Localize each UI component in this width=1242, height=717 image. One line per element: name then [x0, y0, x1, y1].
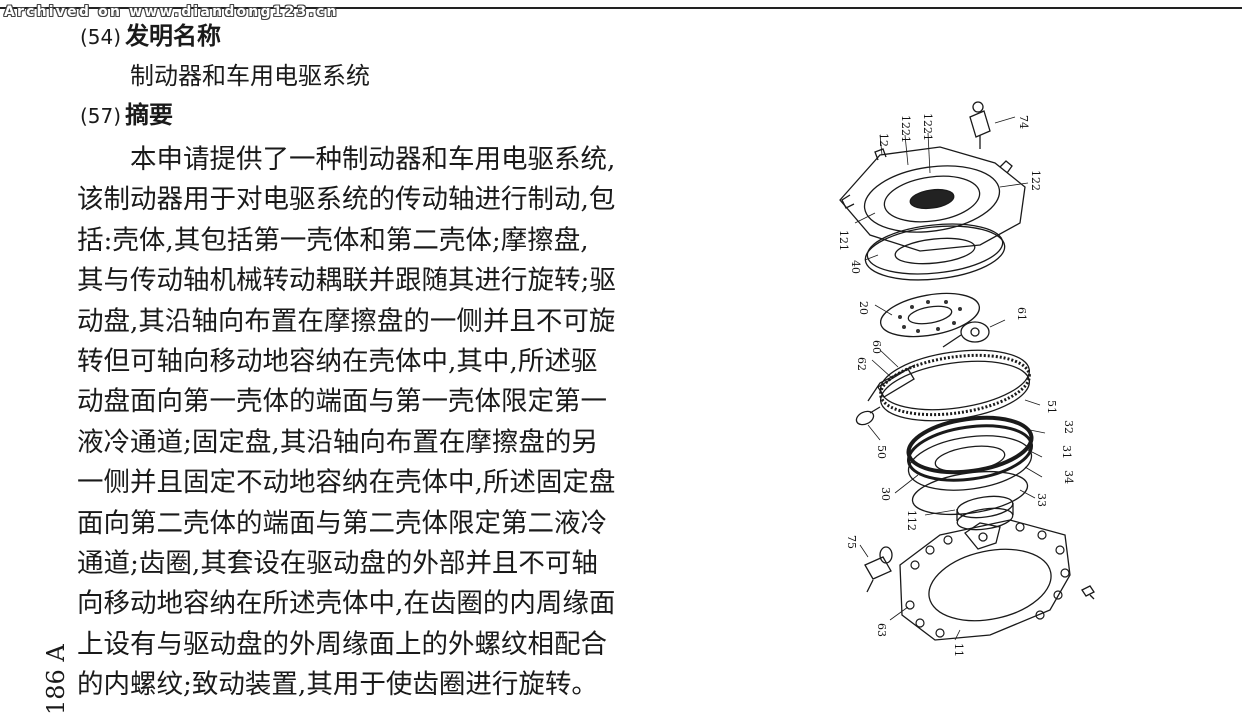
- ring-112-shape: [956, 495, 1014, 531]
- abstract-line: 一侧并且固定不动地容纳在壳体中,所述固定盘: [77, 467, 616, 499]
- label-51: 51: [1045, 400, 1058, 414]
- label-74: 74: [1017, 115, 1030, 129]
- abstract-line: 其与传动轴机械转动耦联并跟随其进行旋转;驱: [77, 265, 616, 297]
- label-62: 62: [855, 357, 868, 371]
- label-30: 30: [879, 487, 892, 501]
- abstract-body: 本申请提供了一种制动器和车用电驱系统, 该制动器用于对电驱系统的传动轴进行制动,…: [77, 140, 637, 705]
- pipe-62-shape: [855, 368, 915, 426]
- abstract-line: 动盘,其沿轴向布置在摩擦盘的一侧并且不可旋: [77, 305, 616, 337]
- label-50: 50: [875, 445, 888, 459]
- label-121: 121: [837, 230, 850, 251]
- second-housing-shape: [899, 519, 1071, 641]
- actuator-61-shape: [942, 321, 990, 348]
- disc-40-shape: [864, 223, 1006, 281]
- label-33: 33: [1035, 493, 1048, 507]
- leader-lines: [854, 116, 1046, 641]
- section-54-label: 发明名称: [125, 22, 222, 50]
- abstract-line: 该制动器用于对电驱系统的传动轴进行制动,包: [77, 184, 616, 216]
- section-57-label: 摘要: [125, 101, 174, 129]
- abstract-line: 向移动地容纳在所述壳体中,在齿圈的内周缘面: [77, 588, 616, 620]
- label-40: 40: [849, 260, 862, 274]
- label-1221-a: 1221: [899, 115, 912, 143]
- exploded-brake-drawing: 12 1221 1221 74 122 121 40 20 61 62 60 5…: [837, 101, 1095, 657]
- fitting-74-shape: [969, 101, 991, 149]
- section-57-heading: (57)摘要: [80, 99, 173, 132]
- label-112: 112: [905, 510, 918, 531]
- section-54-number: (54): [80, 25, 122, 49]
- abstract-line: 面向第二壳体的端面与第二壳体限定第二液冷: [77, 507, 607, 539]
- abstract-line: 液冷通道;固定盘,其沿轴向布置在摩擦盘的另: [77, 426, 598, 458]
- abstract-line: 通道;齿圈,其套设在驱动盘的外部并且不可轴: [77, 547, 598, 579]
- friction-disc-20-shape: [879, 292, 981, 338]
- label-122: 122: [1029, 170, 1042, 191]
- abstract-line: 本申请提供了一种制动器和车用电驱系统,: [130, 144, 616, 175]
- abstract-line: 动盘面向第一壳体的端面与第一壳体限定第一: [77, 386, 607, 418]
- label-20: 20: [857, 301, 870, 315]
- gear-ring-60-shape: [867, 349, 1031, 422]
- watermark-text: Archived on www.diandong123.cn: [4, 4, 339, 20]
- abstract-line: 上设有与驱动盘的外周缘面上的外螺纹相配合: [77, 628, 607, 660]
- fitting-75-shape: [864, 546, 893, 593]
- section-57-number: (57): [80, 104, 122, 128]
- label-34: 34: [1062, 470, 1075, 484]
- invention-title: 制动器和车用电驱系统: [130, 62, 370, 90]
- top-rule: [0, 7, 1242, 9]
- fixed-disc-30-shape: [906, 415, 1034, 516]
- label-31: 31: [1060, 445, 1073, 459]
- part-labels: 12 1221 1221 74 122 121 40 20 61 62 60 5…: [837, 113, 1075, 657]
- label-11: 11: [952, 643, 965, 657]
- abstract-line: 的内螺纹;致动装置,其用于使齿圈进行旋转。: [77, 669, 598, 701]
- first-housing-shape: [839, 146, 1026, 252]
- label-63: 63: [875, 623, 888, 637]
- label-12: 12: [877, 133, 890, 147]
- abstract-line: 括:壳体,其包括第一壳体和第二壳体;摩擦盘,: [77, 224, 589, 256]
- label-75: 75: [845, 535, 858, 549]
- small-bolt-shape: [1081, 585, 1095, 600]
- publication-code-vertical: 186 A: [42, 644, 70, 715]
- label-1221-b: 1221: [921, 113, 934, 141]
- label-32: 32: [1062, 420, 1075, 434]
- label-60: 60: [870, 340, 883, 354]
- section-54-heading: (54)发明名称: [80, 20, 221, 53]
- label-61: 61: [1015, 307, 1028, 321]
- abstract-line: 转但可轴向移动地容纳在壳体中,其中,所述驱: [77, 345, 598, 377]
